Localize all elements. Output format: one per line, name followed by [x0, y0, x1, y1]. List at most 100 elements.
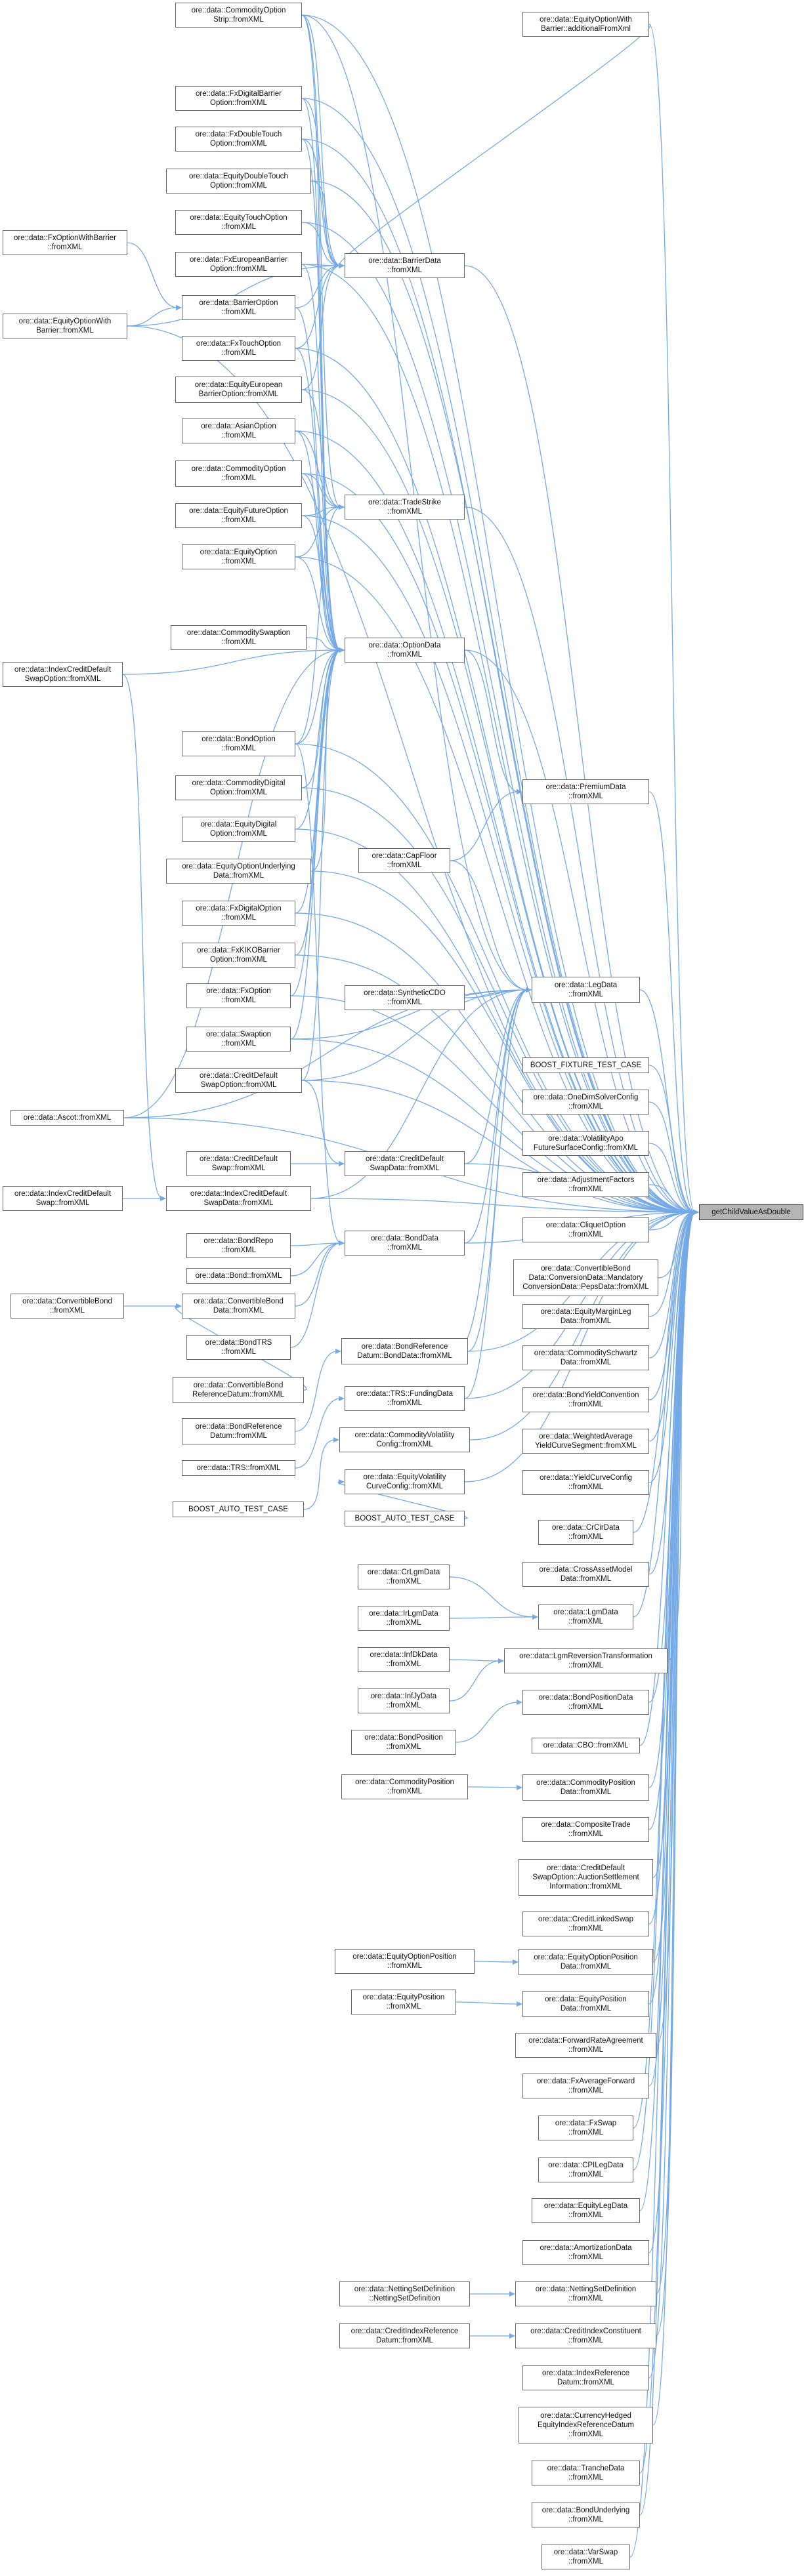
caller-node-tranchedata-fromxml[interactable]: ore::data::TrancheData ::fromXML — [532, 2461, 640, 2485]
caller-node-convertiblebond-referencedatum-fromxml[interactable]: ore::data::ConvertibleBond ReferenceDatu… — [173, 1377, 304, 1403]
caller-node-equityvolatility-curveconfig-fromxml[interactable]: ore::data::EquityVolatility CurveConfig:… — [345, 1469, 465, 1494]
caller-node-creditlinkedswap-fromxml[interactable]: ore::data::CreditLinkedSwap ::fromXML — [522, 1912, 649, 1936]
caller-node-trs-fundingdata-fromxml[interactable]: ore::data::TRS::FundingData ::fromXML — [345, 1386, 465, 1411]
caller-node-barrieroption-fromxml[interactable]: ore::data::BarrierOption ::fromXML — [182, 295, 295, 320]
caller-node-boost-fixture-test-case[interactable]: BOOST_FIXTURE_TEST_CASE — [522, 1057, 649, 1073]
caller-node-equityposition-fromxml[interactable]: ore::data::EquityPosition ::fromXML — [351, 1990, 456, 2014]
caller-node-barrierdata-fromxml[interactable]: ore::data::BarrierData ::fromXML — [345, 253, 465, 278]
caller-node-forwardrateagreement-fromxml[interactable]: ore::data::ForwardRateAgreement ::fromXM… — [515, 2033, 656, 2058]
caller-node-commodityoption-strip-fromxml[interactable]: ore::data::CommodityOption Strip::fromXM… — [175, 3, 302, 28]
caller-node-infdkdata-fromxml[interactable]: ore::data::InfDkData ::fromXML — [358, 1647, 450, 1672]
caller-node-lgmreversiontransformation-fromxml[interactable]: ore::data::LgmReversionTransformation ::… — [504, 1648, 668, 1673]
caller-node-weightedaverage-yieldcurvesegment-fromxml[interactable]: ore::data::WeightedAverage YieldCurveSeg… — [522, 1429, 649, 1454]
caller-node-creditdefault-swapoption-fromxml[interactable]: ore::data::CreditDefault SwapOption::fro… — [175, 1068, 302, 1093]
caller-node-infjydata-fromxml[interactable]: ore::data::InfJyData ::fromXML — [358, 1688, 450, 1713]
caller-node-commodityvolatility-config-fromxml[interactable]: ore::data::CommodityVolatility Config::f… — [339, 1427, 470, 1452]
caller-node-bondoption-fromxml[interactable]: ore::data::BondOption ::fromXML — [182, 731, 295, 756]
caller-node-fxkikobarrier-option-fromxml[interactable]: ore::data::FxKIKOBarrier Option::fromXML — [182, 943, 295, 968]
caller-node-creditindexreference-datum-fromxml[interactable]: ore::data::CreditIndexReference Datum::f… — [339, 2323, 470, 2348]
caller-node-fxoptionwithbarrier-fromxml[interactable]: ore::data::FxOptionWithBarrier ::fromXML — [3, 230, 127, 255]
caller-node-equityoptionposition-fromxml[interactable]: ore::data::EquityOptionPosition ::fromXM… — [335, 1949, 475, 1974]
caller-node-indexcreditdefault-swapdata-fromxml[interactable]: ore::data::IndexCreditDefault SwapData::… — [166, 1186, 311, 1211]
caller-node-cbo-fromxml[interactable]: ore::data::CBO::fromXML — [532, 1738, 640, 1753]
caller-node-equityoption-fromxml[interactable]: ore::data::EquityOption ::fromXML — [182, 544, 295, 569]
caller-node-commoditydigital-option-fromxml[interactable]: ore::data::CommodityDigital Option::from… — [175, 775, 302, 800]
caller-node-bondrepo-fromxml[interactable]: ore::data::BondRepo ::fromXML — [186, 1233, 291, 1258]
caller-node-ascot-fromxml[interactable]: ore::data::Ascot::fromXML — [11, 1110, 124, 1126]
caller-node-commodityoption-fromxml[interactable]: ore::data::CommodityOption ::fromXML — [175, 460, 302, 487]
caller-node-amortizationdata-fromxml[interactable]: ore::data::AmortizationData ::fromXML — [522, 2240, 649, 2265]
caller-node-equityoptionposition-data-fromxml[interactable]: ore::data::EquityOptionPosition Data::fr… — [519, 1949, 653, 1975]
caller-node-equitymarginleg-data-fromxml[interactable]: ore::data::EquityMarginLeg Data::fromXML — [522, 1304, 649, 1329]
caller-node-volatilityapo-futuresurfaceconfig-fromxml[interactable]: ore::data::VolatilityApo FutureSurfaceCo… — [522, 1131, 649, 1156]
caller-node-equityoptionunderlying-data-fromxml[interactable]: ore::data::EquityOptionUnderlying Data::… — [166, 859, 311, 884]
caller-node-crossassetmodel-data-fromxml[interactable]: ore::data::CrossAssetModel Data::fromXML — [522, 1562, 649, 1587]
caller-node-indexcreditdefault-swapoption-fromxml[interactable]: ore::data::IndexCreditDefault SwapOption… — [3, 662, 123, 687]
caller-node-currencyhedged-equityindexreferencedatum-fromxml[interactable]: ore::data::CurrencyHedged EquityIndexRef… — [519, 2407, 653, 2443]
caller-node-bondposition-fromxml[interactable]: ore::data::BondPosition ::fromXML — [351, 1730, 456, 1755]
caller-node-lgmdata-fromxml[interactable]: ore::data::LgmData ::fromXML — [538, 1605, 633, 1629]
caller-node-legdata-fromxml[interactable]: ore::data::LegData ::fromXML — [532, 977, 640, 1003]
caller-node-tradestrike-fromxml[interactable]: ore::data::TradeStrike ::fromXML — [345, 495, 465, 520]
caller-node-fxeuropeanbarrier-option-fromxml[interactable]: ore::data::FxEuropeanBarrier Option::fro… — [175, 252, 302, 277]
caller-node-fxtouchoption-fromxml[interactable]: ore::data::FxTouchOption ::fromXML — [182, 336, 295, 361]
caller-node-equityfutureoption-fromxml[interactable]: ore::data::EquityFutureOption ::fromXML — [175, 503, 302, 528]
caller-node-cliquetoption-fromxml[interactable]: ore::data::CliquetOption ::fromXML — [522, 1217, 649, 1242]
caller-node-equityeuropean-barrieroption-fromxml[interactable]: ore::data::EquityEuropean BarrierOption:… — [175, 377, 302, 403]
caller-node-equitylegdata-fromxml[interactable]: ore::data::EquityLegData ::fromXML — [532, 2198, 640, 2223]
caller-node-commodityswaption-fromxml[interactable]: ore::data::CommoditySwaption ::fromXML — [171, 625, 307, 650]
caller-node-equityposition-data-fromxml[interactable]: ore::data::EquityPosition Data::fromXML — [522, 1991, 649, 2017]
root-function-node[interactable]: getChildValueAsDouble — [699, 1204, 803, 1220]
caller-node-convertiblebond-fromxml[interactable]: ore::data::ConvertibleBond ::fromXML — [11, 1294, 124, 1319]
caller-node-equitytouchoption-fromxml[interactable]: ore::data::EquityTouchOption ::fromXML — [175, 210, 302, 235]
caller-node-bondreference-datum-bonddata-fromxml[interactable]: ore::data::BondReference Datum::BondData… — [341, 1338, 468, 1364]
caller-node-swaption-fromxml[interactable]: ore::data::Swaption ::fromXML — [186, 1027, 291, 1052]
caller-node-creditdefault-swapdata-fromxml[interactable]: ore::data::CreditDefault SwapData::fromX… — [345, 1151, 465, 1176]
caller-node-convertiblebond-data-fromxml[interactable]: ore::data::ConvertibleBond Data::fromXML — [182, 1294, 295, 1319]
caller-node-creditdefault-swapoption-auctionsettlement-information-fromxml[interactable]: ore::data::CreditDefault SwapOption::Auc… — [519, 1859, 653, 1896]
caller-node-convertiblebond-data-conversiondata-mandatory-conversiondata-pepsdata-fromxml[interactable]: ore::data::ConvertibleBond Data::Convers… — [513, 1259, 658, 1296]
caller-node-cpilegdata-fromxml[interactable]: ore::data::CPILegData ::fromXML — [538, 2157, 633, 2182]
caller-node-creditindexconstituent-fromxml[interactable]: ore::data::CreditIndexConstituent ::from… — [515, 2323, 656, 2348]
caller-node-adjustmentfactors-fromxml[interactable]: ore::data::AdjustmentFactors ::fromXML — [522, 1172, 649, 1197]
caller-node-commodityposition-fromxml[interactable]: ore::data::CommodityPosition ::fromXML — [341, 1774, 468, 1799]
caller-node-bonddata-fromxml[interactable]: ore::data::BondData ::fromXML — [345, 1231, 465, 1256]
caller-node-nettingsetdefinition-fromxml[interactable]: ore::data::NettingSetDefinition ::fromXM… — [515, 2281, 656, 2306]
caller-node-compositetrade-fromxml[interactable]: ore::data::CompositeTrade ::fromXML — [522, 1817, 649, 1842]
caller-node-irlgmdata-fromxml[interactable]: ore::data::IrLgmData ::fromXML — [358, 1606, 450, 1631]
caller-node-fxdigitalbarrier-option-fromxml[interactable]: ore::data::FxDigitalBarrier Option::from… — [175, 86, 302, 111]
caller-node-boost-auto-test-case[interactable]: BOOST_AUTO_TEST_CASE — [345, 1511, 465, 1526]
caller-node-commodityschwartz-data-fromxml[interactable]: ore::data::CommoditySchwartz Data::fromX… — [522, 1345, 649, 1370]
caller-node-equityoptionwith-barrier-fromxml[interactable]: ore::data::EquityOptionWith Barrier::fro… — [3, 314, 127, 338]
caller-node-equitydoubletouch-option-fromxml[interactable]: ore::data::EquityDoubleTouch Option::fro… — [166, 169, 311, 194]
caller-node-crlgmdata-fromxml[interactable]: ore::data::CrLgmData ::fromXML — [358, 1564, 450, 1589]
caller-node-fxdoubletouch-option-fromxml[interactable]: ore::data::FxDoubleTouch Option::fromXML — [175, 127, 302, 152]
caller-node-yieldcurveconfig-fromxml[interactable]: ore::data::YieldCurveConfig ::fromXML — [522, 1470, 649, 1495]
caller-node-bondtrs-fromxml[interactable]: ore::data::BondTRS ::fromXML — [186, 1335, 291, 1360]
caller-node-fxswap-fromxml[interactable]: ore::data::FxSwap ::fromXML — [538, 2116, 633, 2140]
caller-node-fxdigitaloption-fromxml[interactable]: ore::data::FxDigitalOption ::fromXML — [182, 901, 295, 926]
caller-node-indexreference-datum-fromxml[interactable]: ore::data::IndexReference Datum::fromXML — [522, 2365, 649, 2390]
caller-node-bondyieldconvention-fromxml[interactable]: ore::data::BondYieldConvention ::fromXML — [522, 1387, 649, 1412]
caller-node-onedimsolverconfig-fromxml[interactable]: ore::data::OneDimSolverConfig ::fromXML — [522, 1090, 649, 1114]
caller-node-trs-fromxml[interactable]: ore::data::TRS::fromXML — [182, 1460, 295, 1476]
caller-node-creditdefault-swap-fromxml[interactable]: ore::data::CreditDefault Swap::fromXML — [186, 1151, 291, 1176]
caller-node-crcirdata-fromxml[interactable]: ore::data::CrCirData ::fromXML — [538, 1520, 633, 1545]
caller-node-bondreference-datum-fromxml[interactable]: ore::data::BondReference Datum::fromXML — [182, 1418, 295, 1444]
caller-node-nettingsetdefinition-nettingsetdefinition[interactable]: ore::data::NettingSetDefinition ::Nettin… — [339, 2281, 470, 2306]
caller-node-boost-auto-test-case[interactable]: BOOST_AUTO_TEST_CASE — [173, 1502, 304, 1517]
caller-node-bondpositiondata-fromxml[interactable]: ore::data::BondPositionData ::fromXML — [522, 1690, 649, 1715]
caller-node-equityoptionwith-barrier-additionalfromxml[interactable]: ore::data::EquityOptionWith Barrier::add… — [522, 12, 649, 37]
caller-node-fxoption-fromxml[interactable]: ore::data::FxOption ::fromXML — [186, 983, 291, 1008]
caller-node-equitydigital-option-fromxml[interactable]: ore::data::EquityDigital Option::fromXML — [182, 817, 295, 842]
caller-node-indexcreditdefault-swap-fromxml[interactable]: ore::data::IndexCreditDefault Swap::from… — [3, 1186, 123, 1211]
caller-node-bond-fromxml[interactable]: ore::data::Bond::fromXML — [186, 1268, 291, 1284]
caller-node-premiumdata-fromxml[interactable]: ore::data::PremiumData ::fromXML — [522, 779, 649, 804]
caller-node-fxaverageforward-fromxml[interactable]: ore::data::FxAverageForward ::fromXML — [522, 2074, 649, 2098]
caller-node-bondunderlying-fromxml[interactable]: ore::data::BondUnderlying ::fromXML — [532, 2503, 640, 2527]
caller-node-asianoption-fromxml[interactable]: ore::data::AsianOption ::fromXML — [182, 419, 295, 443]
caller-node-varswap-fromxml[interactable]: ore::data::VarSwap ::fromXML — [541, 2545, 630, 2569]
caller-node-capfloor-fromxml[interactable]: ore::data::CapFloor ::fromXML — [358, 848, 450, 873]
caller-node-optiondata-fromxml[interactable]: ore::data::OptionData ::fromXML — [345, 638, 465, 663]
caller-node-commodityposition-data-fromxml[interactable]: ore::data::CommodityPosition Data::fromX… — [522, 1774, 649, 1801]
